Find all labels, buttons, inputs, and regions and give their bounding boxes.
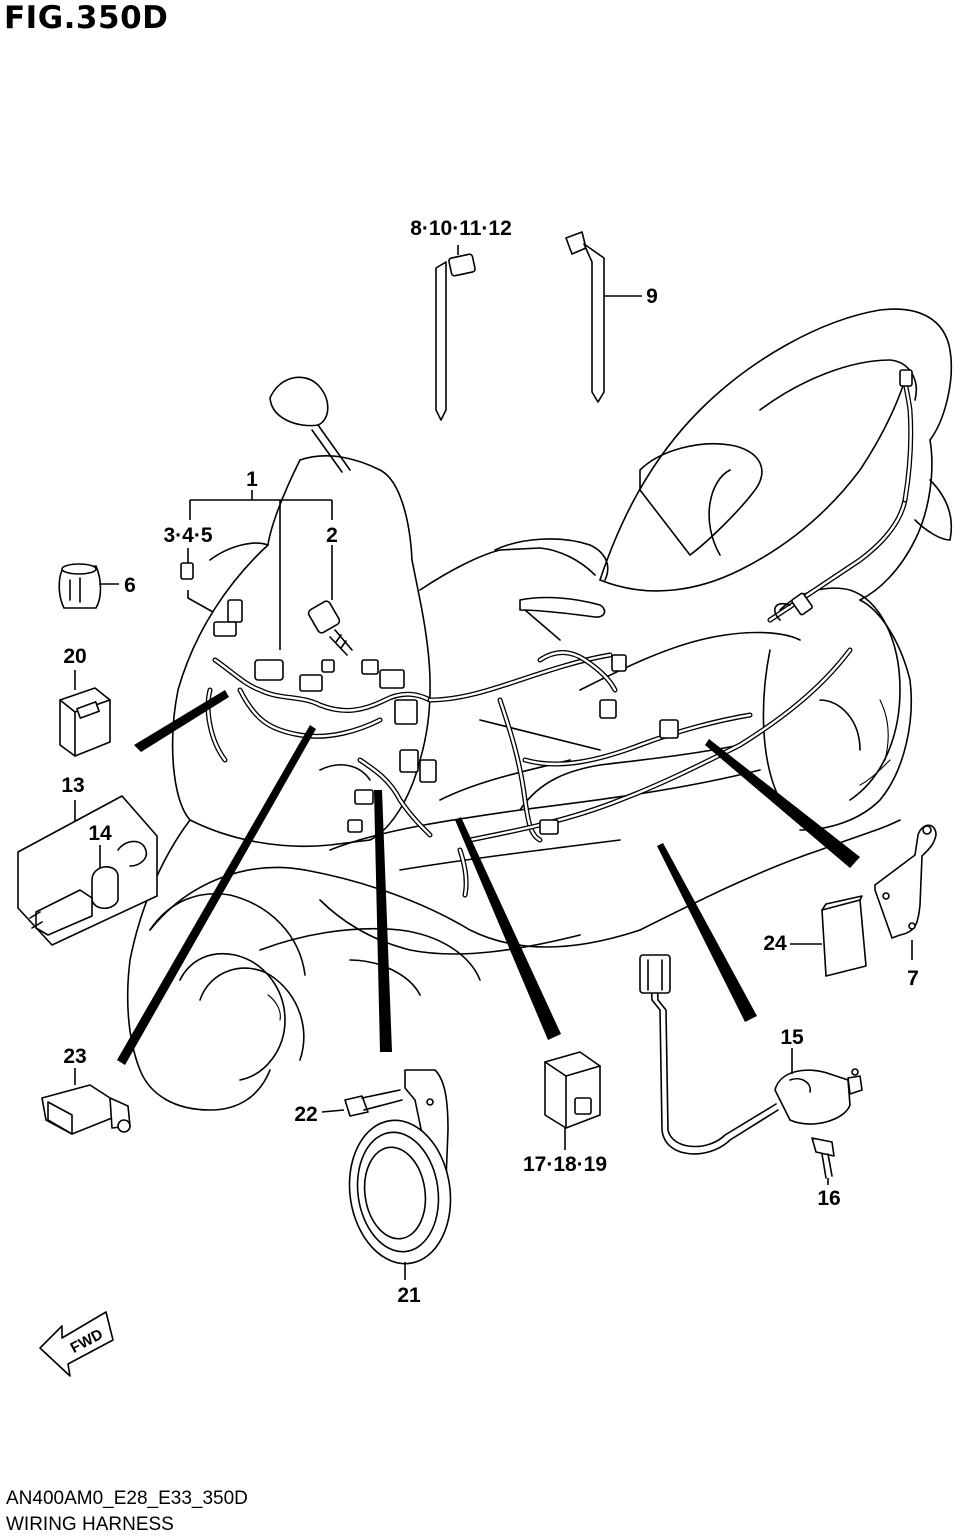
callout-7: 7 <box>907 967 919 990</box>
callout-17-18-19: 17·18·19 <box>523 1153 607 1176</box>
part-8-10-11-12-tie <box>435 245 476 421</box>
callout-21: 21 <box>397 1284 421 1307</box>
figure-title: FIG.350D <box>4 0 169 36</box>
callout-3-4-5: 3·4·5 <box>163 524 212 547</box>
leader-1 <box>189 490 333 650</box>
part-15-switch <box>639 954 863 1155</box>
part-16-bolt <box>811 1137 835 1185</box>
scooter-body <box>126 308 953 1111</box>
part-7-bracket <box>874 824 937 960</box>
callout-13: 13 <box>61 774 84 797</box>
leader-arrows <box>117 690 860 1065</box>
part-17-18-19-relay <box>544 1051 601 1150</box>
callout-16: 16 <box>817 1187 840 1210</box>
callout-20: 20 <box>63 645 86 668</box>
callout-1: 1 <box>246 468 258 491</box>
callout-8-10-11-12: 8·10·11·12 <box>410 217 512 240</box>
callout-22: 22 <box>294 1103 317 1126</box>
part-22-bolt <box>321 1089 403 1117</box>
callout-23: 23 <box>63 1045 86 1068</box>
figure-code: AN400AM0_E28_E33_350D <box>6 1488 248 1509</box>
part-13-panel <box>17 795 158 946</box>
part-3-4-5-fuse <box>180 548 214 613</box>
figure-name: WIRING HARNESS <box>6 1514 174 1535</box>
callout-2: 2 <box>326 524 338 547</box>
main-wiring-harness <box>205 369 914 898</box>
part-20-relay <box>59 670 111 757</box>
part-24-pad <box>790 895 867 977</box>
callout-6: 6 <box>124 574 136 597</box>
part-23-sensor <box>41 1068 131 1135</box>
callout-9: 9 <box>646 285 658 308</box>
callout-15: 15 <box>780 1026 804 1049</box>
part-9-tie <box>565 231 642 403</box>
fwd-arrow <box>39 1311 114 1377</box>
part-6-boot <box>58 563 119 609</box>
part-21-horn <box>348 1069 452 1280</box>
callout-24: 24 <box>763 932 787 955</box>
callout-14: 14 <box>88 822 112 845</box>
part-2 <box>307 545 353 656</box>
callout-labels: 1 2 3·4·5 6 7 8·10·11·12 9 13 14 15 16 1… <box>61 217 919 1357</box>
